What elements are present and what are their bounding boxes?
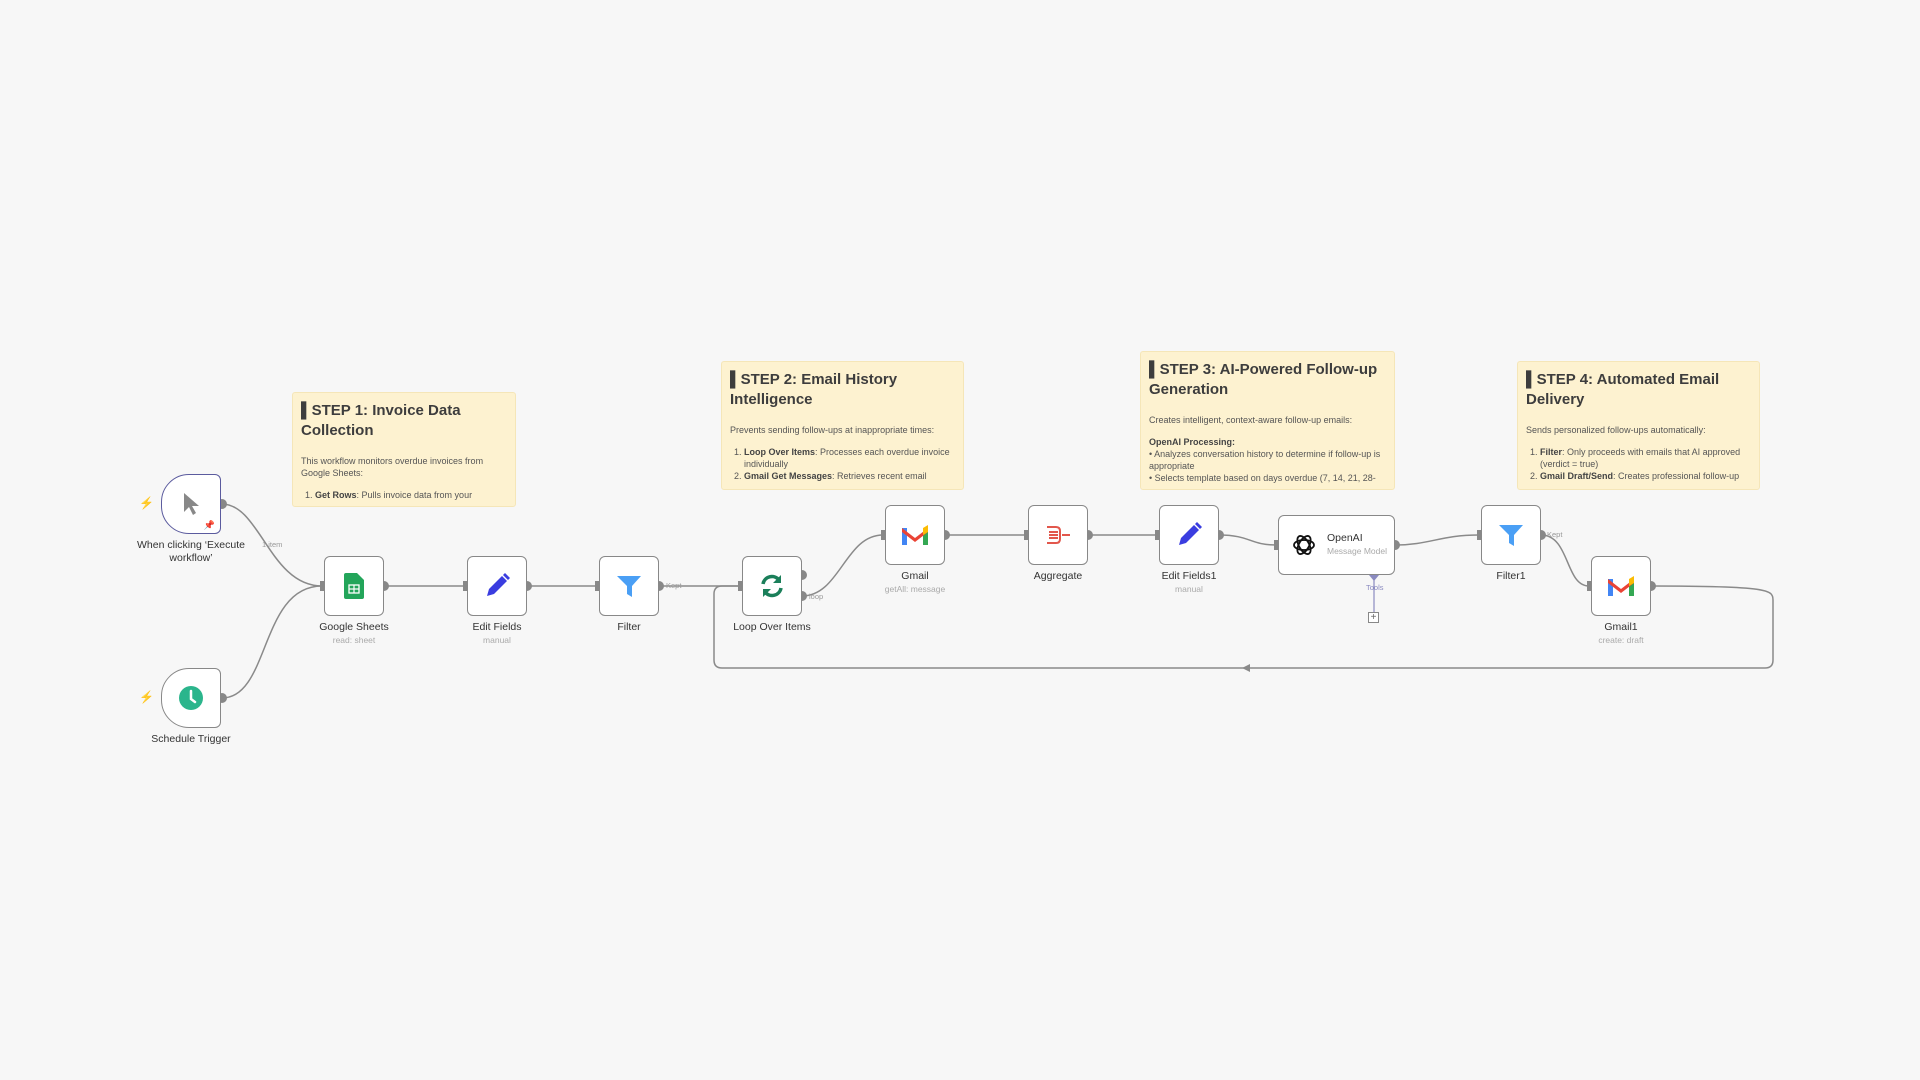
filter-icon <box>1499 525 1523 546</box>
sticky-list-item: Gmail Get Messages: Retrieves recent ema… <box>744 470 955 482</box>
node-label: Filter1 <box>1496 570 1526 582</box>
edge-kept-label: Kept <box>666 581 682 590</box>
gmail-icon <box>1608 576 1634 596</box>
node-manual-trigger[interactable]: 📌 <box>161 474 221 534</box>
pencil-icon <box>487 573 510 596</box>
node-schedule-trigger[interactable] <box>161 668 221 728</box>
google-sheets-icon <box>344 573 364 599</box>
node-label: Loop Over Items <box>733 621 811 633</box>
loop-back-arrow <box>1242 664 1250 672</box>
node-label: Filter <box>617 621 641 633</box>
openai-icon <box>1293 535 1315 555</box>
add-tool-button[interactable]: + <box>1368 612 1379 623</box>
sticky-list-item: Loop Over Items: Processes each overdue … <box>744 446 955 470</box>
node-filter1[interactable] <box>1481 505 1541 565</box>
clock-icon <box>179 686 203 710</box>
edge-openai-to-filter1 <box>1394 534 1480 546</box>
sticky-heading: OpenAI Processing: <box>1149 437 1236 447</box>
cursor-icon <box>184 493 199 515</box>
edge-item-count: 1 item <box>262 540 283 549</box>
sticky-intro: Prevents sending follow-ups at inappropr… <box>730 425 935 435</box>
node-label: When clicking ‘Execute workflow’ <box>137 539 245 564</box>
node-label: Schedule Trigger <box>151 733 231 745</box>
gmail-icon <box>902 525 928 545</box>
node-aggregate[interactable] <box>1028 505 1088 565</box>
sticky-title: ▌STEP 4: Automated Email Delivery <box>1526 371 1720 408</box>
node-filter[interactable] <box>599 556 659 616</box>
edge-schedule-to-sheets <box>221 585 323 699</box>
filter-icon <box>617 576 641 597</box>
trigger-bolt-icon: ⚡ <box>139 496 154 510</box>
sticky-bullet: • Selects template based on days overdue… <box>1149 473 1376 483</box>
node-edit-fields[interactable] <box>467 556 527 616</box>
sticky-note-step-1[interactable]: ▌STEP 1: Invoice Data Collection This wo… <box>292 392 516 507</box>
tools-label: Tools <box>1366 583 1384 592</box>
edge-filter1-to-gmail1 <box>1540 534 1590 587</box>
loop-refresh-icon <box>761 574 783 598</box>
sticky-intro: Creates intelligent, context-aware follo… <box>1149 415 1353 425</box>
sticky-title: ▌STEP 2: Email History Intelligence <box>730 371 898 408</box>
edge-manual-to-sheets <box>221 503 323 587</box>
aggregate-icon <box>1047 526 1070 544</box>
sticky-list-item: Get Rows: Pulls invoice data from your <box>315 489 507 501</box>
pin-icon: 📌 <box>203 520 215 530</box>
sticky-note-step-3[interactable]: ▌STEP 3: AI-Powered Follow-up Generation… <box>1140 351 1395 490</box>
edge-kept-label: Kept <box>1547 530 1563 539</box>
sticky-bullet: • Analyzes conversation history to deter… <box>1149 449 1381 471</box>
node-loop-over-items[interactable] <box>742 556 802 616</box>
sticky-note-step-2[interactable]: ▌STEP 2: Email History Intelligence Prev… <box>721 361 964 490</box>
sticky-title: ▌STEP 1: Invoice Data Collection <box>301 402 461 439</box>
sticky-list-item: Filter: Only proceeds with emails that A… <box>1540 446 1751 470</box>
sticky-note-step-4[interactable]: ▌STEP 4: Automated Email Delivery Sends … <box>1517 361 1760 490</box>
trigger-bolt-icon: ⚡ <box>139 690 154 704</box>
sticky-intro: This workflow monitors overdue invoices … <box>301 456 484 478</box>
node-label: Aggregate <box>1033 570 1083 582</box>
sticky-list-item: Gmail Draft/Send: Creates professional f… <box>1540 470 1751 482</box>
node-gmail1[interactable] <box>1591 556 1651 616</box>
edge-loop-to-gmail <box>801 534 884 597</box>
node-google-sheets[interactable] <box>324 556 384 616</box>
edge-loop-label: loop <box>809 592 824 601</box>
edge-edit1-to-openai <box>1218 534 1277 546</box>
node-gmail[interactable] <box>885 505 945 565</box>
sticky-intro: Sends personalized follow-ups automatica… <box>1526 425 1706 435</box>
node-edit-fields1[interactable] <box>1159 505 1219 565</box>
sticky-title: ▌STEP 3: AI-Powered Follow-up Generation <box>1149 361 1378 398</box>
edge-gmail1-loop-back <box>713 585 1774 669</box>
pencil-icon <box>1179 522 1202 545</box>
